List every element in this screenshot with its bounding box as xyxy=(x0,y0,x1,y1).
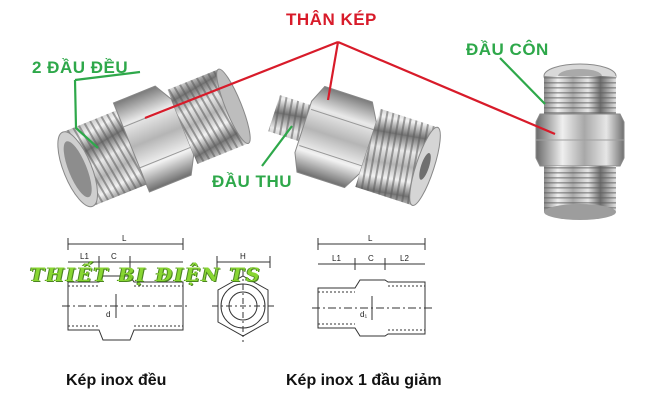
watermark-logo: THIẾT BỊ ĐIỆN TS xyxy=(30,264,262,286)
dim-H-equal: H xyxy=(240,252,246,261)
cone-nipple-photo xyxy=(535,63,625,220)
two-equal-ends-callout: 2 ĐẦU ĐỀU xyxy=(32,58,129,77)
reducing-nipple-drawing xyxy=(312,238,432,337)
caption-reducing: Kép inox 1 đầu giảm xyxy=(286,372,442,389)
body-leader-lines xyxy=(144,40,556,136)
reducer-end-callout: ĐẦU THU xyxy=(212,172,292,191)
dim-L-equal: L xyxy=(122,234,127,243)
dim-C-reducing: C xyxy=(368,254,374,263)
equal-nipple-drawing xyxy=(62,238,190,341)
caption-equal: Kép inox đều xyxy=(66,372,167,389)
dim-C-equal: C xyxy=(111,252,117,261)
dim-L1-reducing: L1 xyxy=(332,254,341,263)
body-callout: THÂN KÉP xyxy=(286,10,377,29)
dim-L2-reducing: L2 xyxy=(400,254,409,263)
dim-d-reducing: d₁ xyxy=(360,310,367,319)
reducing-nipple-photo xyxy=(268,85,441,206)
cone-end-callout: ĐẦU CÔN xyxy=(466,40,549,59)
equal-nipple-photo xyxy=(57,68,251,208)
dim-L-reducing: L xyxy=(368,234,373,243)
dim-d-equal: d xyxy=(106,310,110,319)
hex-end-view xyxy=(212,256,274,342)
end-leader-lines xyxy=(73,57,546,167)
dim-L1-equal: L1 xyxy=(80,252,89,261)
